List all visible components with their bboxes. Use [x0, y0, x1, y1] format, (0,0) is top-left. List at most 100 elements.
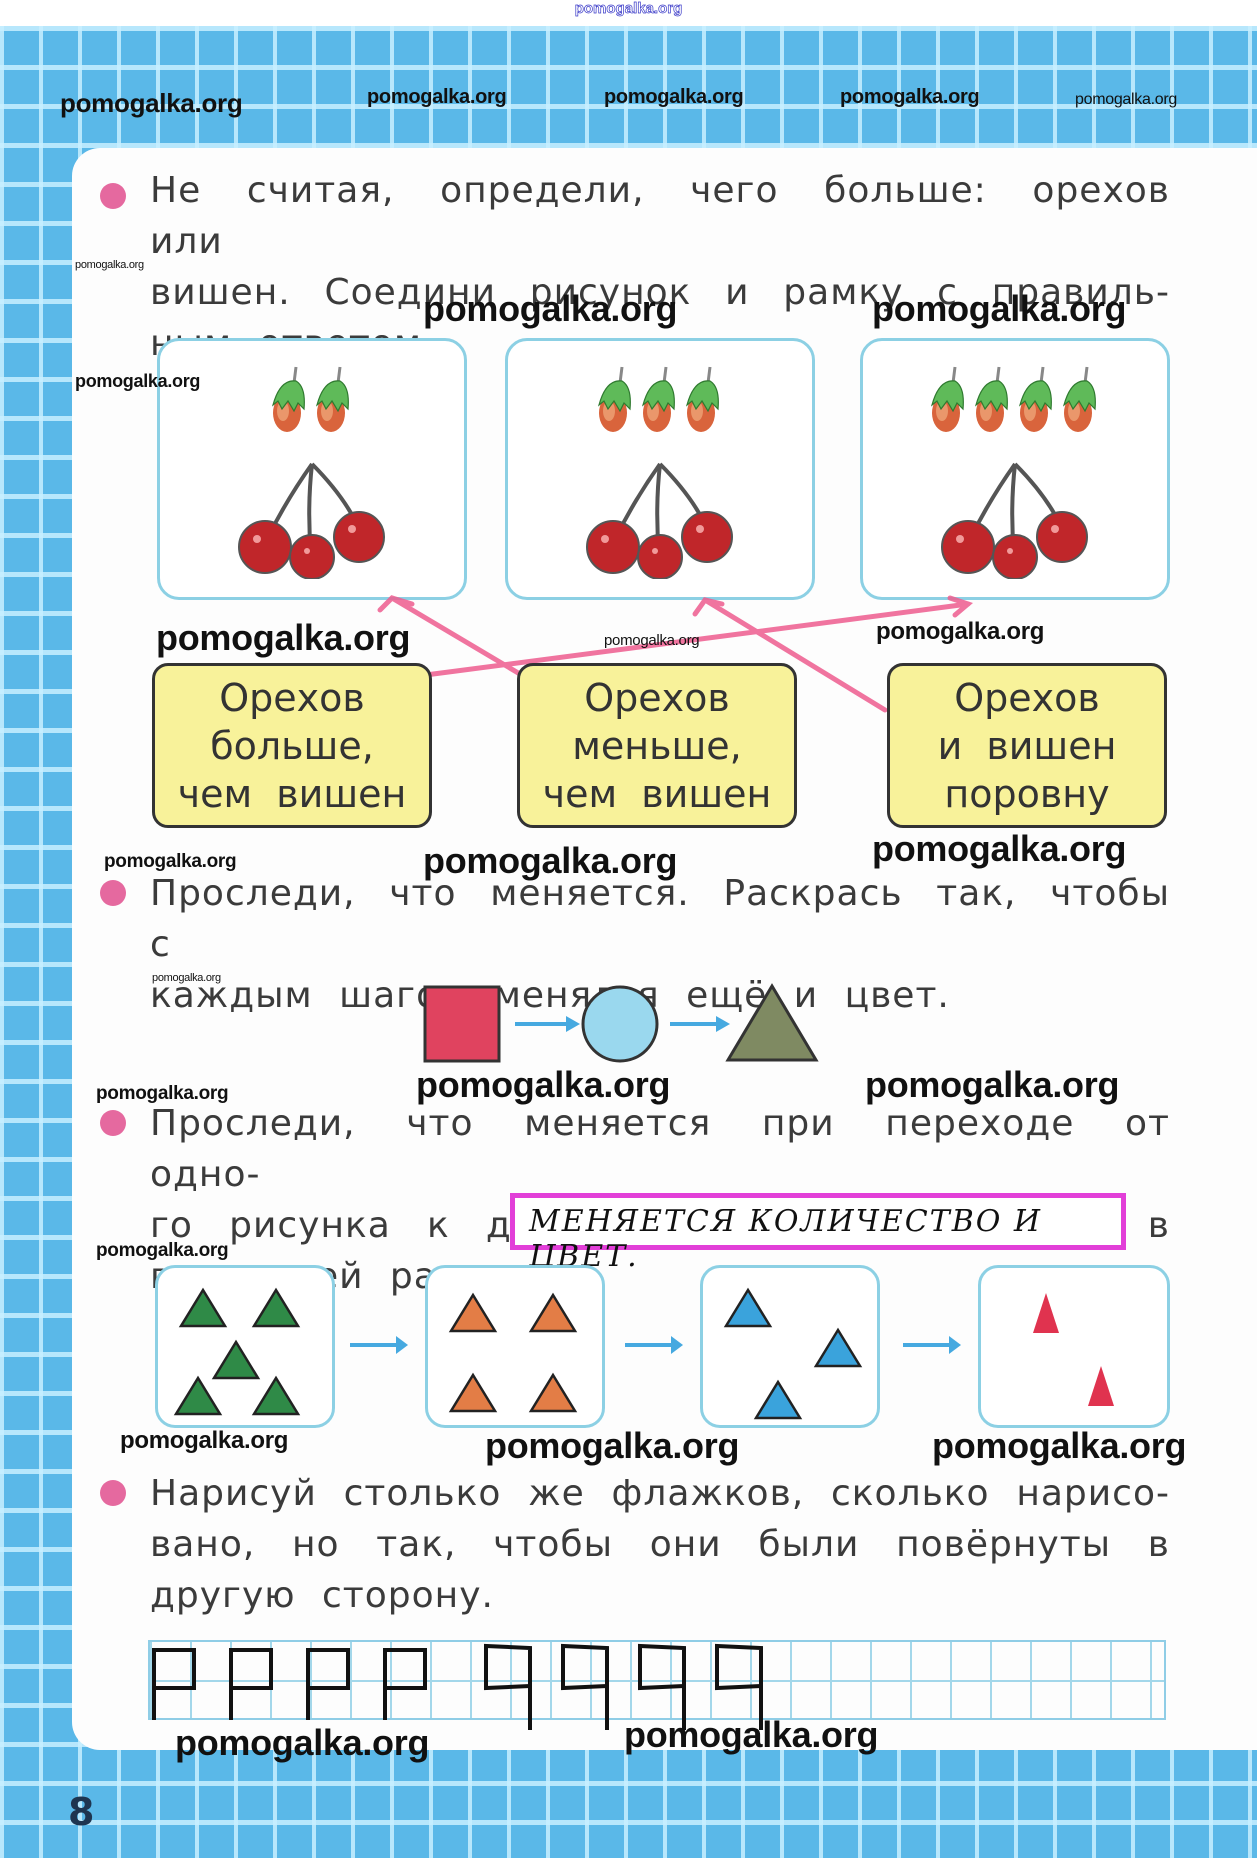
arrow-icon	[625, 1336, 683, 1354]
task3-bullet-icon	[100, 1110, 126, 1136]
watermark: pomogalka.org	[485, 1425, 740, 1466]
connector-arrowhead	[377, 595, 415, 613]
nuts-group	[160, 365, 464, 439]
watermark: pomogalka.org	[423, 288, 678, 329]
answer-line: Орехов	[219, 675, 365, 720]
connector-line	[702, 597, 888, 713]
nuts-group	[508, 365, 812, 439]
watermark: pomogalka.org	[932, 1425, 1187, 1466]
colored-circle[interactable]	[581, 985, 659, 1063]
watermark: pomogalka.org	[876, 618, 1045, 645]
watermark: pomogalka.org	[104, 851, 237, 872]
triangle-shape	[448, 1292, 498, 1333]
drawn-flag-icon	[561, 1643, 609, 1730]
triangle-shape	[251, 1375, 301, 1416]
cherries-icon	[586, 462, 733, 579]
site-header-mark: pomogalka.org	[574, 0, 683, 17]
triangles-group	[448, 1292, 578, 1413]
task2-bullet-icon	[100, 880, 126, 906]
task1-line: Не считая, определи, чего больше: орехов…	[150, 170, 1170, 262]
task4-bullet-icon	[100, 1480, 126, 1506]
triangle-shape	[173, 1375, 223, 1416]
cherry	[992, 534, 1038, 579]
triangle-shape	[251, 1287, 301, 1328]
page-number: 8	[68, 1790, 95, 1834]
task2-instructions: Проследи, что меняется. Раскрась так, чт…	[150, 868, 1170, 1021]
colored-triangle[interactable]	[725, 983, 819, 1062]
cherries-icon	[238, 462, 385, 579]
answer-line: Орехов	[584, 675, 730, 720]
answer-line: и вишен	[937, 723, 1117, 768]
triangles-group	[723, 1287, 863, 1420]
cherry	[333, 511, 385, 563]
watermark: pomogalka.org	[75, 371, 201, 391]
hazelnut-icon	[270, 365, 310, 439]
picture-box-2[interactable]	[505, 338, 815, 600]
triangles-group	[173, 1287, 301, 1416]
hazelnut-icon	[596, 365, 636, 439]
connector-arrowhead	[692, 597, 725, 617]
watermark: pomogalka.org	[96, 1240, 229, 1261]
answer-line: больше,	[210, 723, 374, 768]
watermark: pomogalka.org	[872, 288, 1127, 329]
triangle-shape	[528, 1292, 578, 1333]
printed-flag-icon	[152, 1648, 196, 1720]
triangle-shape	[813, 1327, 863, 1368]
flag-drawing-grid[interactable]	[148, 1640, 1166, 1720]
flags-group	[152, 1643, 763, 1730]
colored-square[interactable]	[423, 985, 501, 1063]
triangle-shape	[753, 1379, 803, 1420]
watermark: pomogalka.org	[175, 1722, 430, 1763]
triangle-frame-1	[155, 1265, 335, 1428]
cherries-icon	[941, 462, 1088, 579]
watermark: pomogalka.org	[60, 88, 243, 118]
watermark: pomogalka.org	[152, 972, 221, 984]
watermark: pomogalka.org	[604, 86, 744, 108]
picture-box-1[interactable]	[157, 338, 467, 600]
arrow-icon	[903, 1336, 961, 1354]
triangle-frame-2	[425, 1265, 605, 1428]
hazelnut-icon	[929, 365, 969, 439]
cherry	[289, 534, 335, 579]
answer-line: чем вишен	[542, 771, 772, 816]
handwritten-answer-frame[interactable]: Меняется количество и цвет.	[510, 1193, 1126, 1274]
cherry	[681, 511, 733, 563]
watermark: pomogalka.org	[624, 1714, 879, 1755]
printed-flag-icon	[383, 1648, 427, 1720]
watermark: pomogalka.org	[423, 840, 678, 881]
task4-line: другую сторону.	[150, 1575, 494, 1616]
watermark: pomogalka.org	[75, 259, 144, 271]
answer-line: Орехов	[954, 675, 1100, 720]
hazelnut-icon	[1017, 365, 1057, 439]
triangle-frame-4-drawn[interactable]	[978, 1265, 1170, 1428]
watermark: pomogalka.org	[604, 632, 700, 649]
top-bar: pomogalka.org	[0, 0, 1257, 26]
drawn-flag-icon	[484, 1643, 532, 1730]
triangles-group	[1033, 1293, 1114, 1406]
watermark: pomogalka.org	[1075, 91, 1177, 108]
drawn-flag-icon	[638, 1643, 686, 1730]
handwritten-answer: Меняется количество и цвет.	[529, 1204, 1043, 1274]
triangle-shape	[528, 1372, 578, 1413]
picture-box-3[interactable]	[860, 338, 1170, 600]
triangle-frame-3	[700, 1265, 880, 1428]
task1-bullet-icon	[100, 183, 126, 209]
hazelnut-icon	[314, 365, 354, 439]
watermark: pomogalka.org	[416, 1064, 671, 1105]
drawn-flag-icon	[715, 1643, 763, 1730]
arrow-head-icon	[716, 1016, 730, 1032]
watermark: pomogalka.org	[840, 86, 980, 108]
watermark: pomogalka.org	[96, 1083, 229, 1104]
task2-line: Проследи, что меняется. Раскрась так, чт…	[150, 873, 1170, 965]
triangle-shape	[1088, 1366, 1114, 1406]
triangle-shape	[211, 1339, 261, 1380]
triangle-shape	[448, 1372, 498, 1413]
watermark: pomogalka.org	[120, 1427, 289, 1454]
hazelnut-icon	[1061, 365, 1101, 439]
task2-line: каждым шагом менялся ещё и цвет.	[150, 975, 950, 1016]
answer-line: поровну	[944, 771, 1110, 816]
